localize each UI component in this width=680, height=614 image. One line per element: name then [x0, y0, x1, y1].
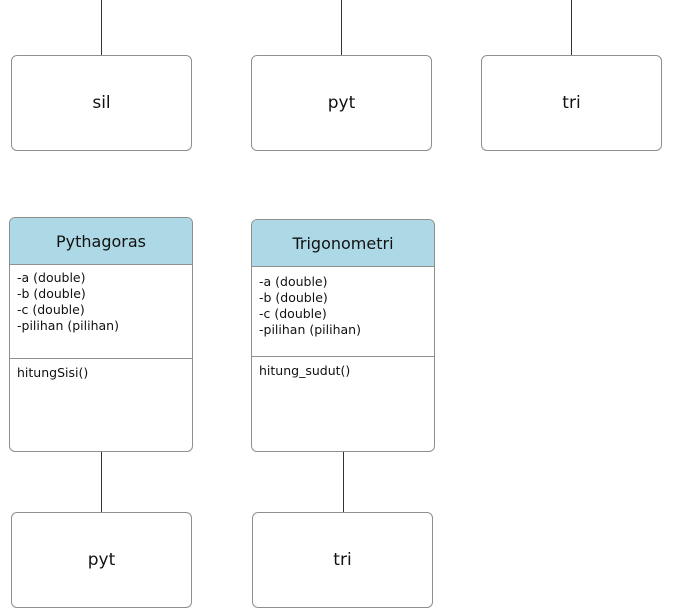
connector-top-sil	[101, 0, 102, 55]
box-sil-label: sil	[92, 93, 111, 113]
box-tri-bottom-label: tri	[333, 550, 352, 570]
class-pythagoras-operations: hitungSisi()	[10, 359, 192, 381]
class-attribute: -c (double)	[259, 306, 327, 321]
class-trigonometri-header: Trigonometri	[252, 220, 434, 267]
class-trigonometri[interactable]: Trigonometri -a (double) -b (double) -c …	[251, 219, 435, 452]
connector-pythagoras-pyt	[101, 452, 102, 512]
box-tri-bottom[interactable]: tri	[252, 512, 433, 608]
box-pyt-bottom-label: pyt	[87, 550, 116, 570]
class-trigonometri-operations: hitung_sudut()	[252, 357, 434, 379]
class-attribute: -b (double)	[259, 290, 328, 305]
connector-top-tri	[571, 0, 572, 55]
class-attribute: -pilihan (pilihan)	[259, 322, 361, 337]
class-pythagoras[interactable]: Pythagoras -a (double) -b (double) -c (d…	[9, 217, 193, 452]
class-attribute: -a (double)	[17, 270, 86, 285]
class-attribute: -pilihan (pilihan)	[17, 318, 119, 333]
class-attribute: -a (double)	[259, 274, 328, 289]
box-tri-top[interactable]: tri	[481, 55, 662, 151]
box-pyt-bottom[interactable]: pyt	[11, 512, 192, 608]
class-operation: hitungSisi()	[17, 365, 89, 380]
class-trigonometri-name: Trigonometri	[292, 233, 394, 253]
connector-top-pyt	[341, 0, 342, 55]
class-attribute: -b (double)	[17, 286, 86, 301]
box-pyt-top[interactable]: pyt	[251, 55, 432, 151]
connector-trigonometri-tri	[343, 452, 344, 512]
class-trigonometri-attributes: -a (double) -b (double) -c (double) -pil…	[252, 267, 434, 357]
box-pyt-top-label: pyt	[327, 93, 356, 113]
class-pythagoras-header: Pythagoras	[10, 218, 192, 265]
class-attribute: -c (double)	[17, 302, 85, 317]
class-pythagoras-name: Pythagoras	[56, 231, 146, 251]
class-pythagoras-attributes: -a (double) -b (double) -c (double) -pil…	[10, 265, 192, 359]
box-tri-top-label: tri	[562, 93, 581, 113]
box-sil[interactable]: sil	[11, 55, 192, 151]
class-operation: hitung_sudut()	[259, 363, 351, 378]
